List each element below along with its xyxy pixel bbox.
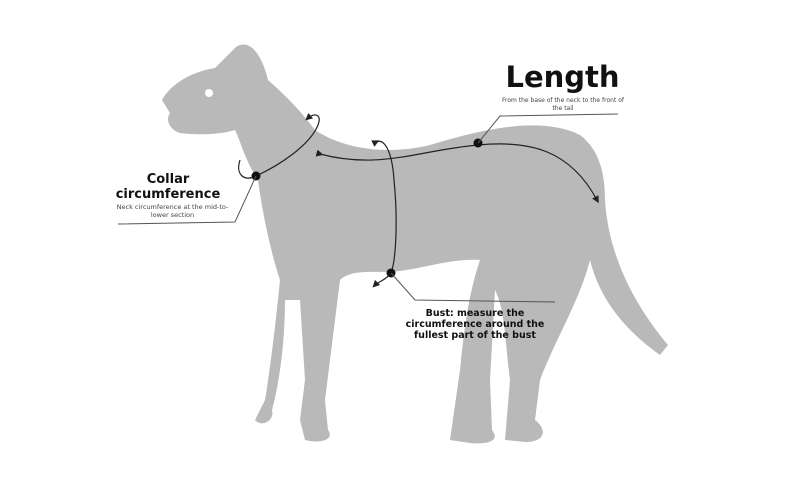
collar-leader-line [117, 175, 257, 225]
eye [205, 89, 213, 97]
bust-measure-line [371, 140, 397, 288]
dog-silhouette [162, 44, 668, 444]
length-label: Length [505, 60, 620, 94]
bust-label: Bust: measure the circumference around t… [405, 308, 545, 341]
collar-measure-line [238, 112, 320, 179]
collar-label: Collar circumference [115, 172, 221, 202]
length-description: From the base of the neck to the front o… [501, 97, 624, 112]
collar-description: Neck circumference at the mid-to-lower s… [116, 203, 229, 219]
collar-point [251, 171, 261, 181]
length-leader-line [477, 113, 619, 144]
bust-leader-line [390, 272, 556, 303]
